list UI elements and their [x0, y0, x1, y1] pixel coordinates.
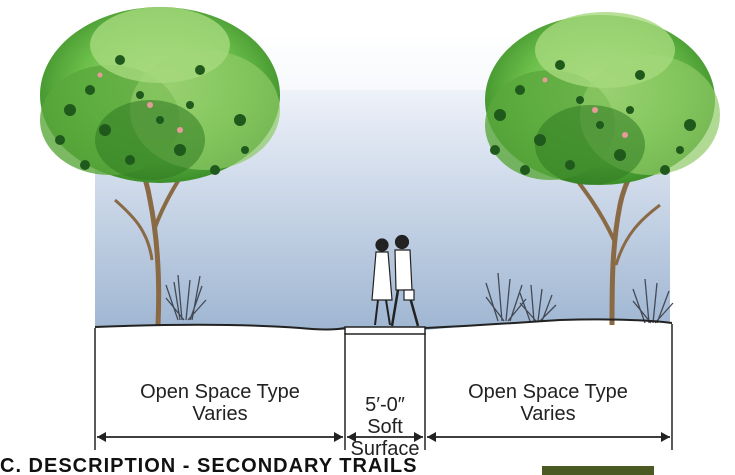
right-zone-label-line2: Varies — [520, 403, 576, 425]
path-label: 5′-0″ Soft Surface — [345, 394, 425, 460]
ground-line — [94, 318, 673, 331]
right-zone-label-line1: Open Space Type — [468, 381, 628, 403]
shrub-icon — [485, 272, 557, 322]
left-zone-label-line2: Varies — [192, 403, 248, 425]
left-zone-label: Open Space Type Varies — [110, 381, 330, 425]
path-surface-label-line2: Surface — [350, 438, 420, 460]
left-tree-icon — [40, 7, 280, 326]
soft-surface-path — [344, 326, 426, 335]
right-tree-icon — [485, 12, 720, 326]
path-surface-label-line1: Soft — [367, 416, 403, 438]
path-width-label: 5′-0″ — [365, 394, 405, 416]
section-caption: C. DESCRIPTION - SECONDARY TRAILS — [0, 452, 735, 475]
ground — [95, 319, 672, 340]
shrub-icon — [165, 274, 207, 321]
dimension-line — [97, 432, 670, 442]
caption-color-box — [542, 466, 654, 475]
caption-text: C. DESCRIPTION - SECONDARY TRAILS — [0, 455, 418, 475]
pedestrian-couple-icon — [371, 234, 420, 327]
dimension-extension-lines — [94, 324, 673, 450]
shrub-icon — [632, 278, 674, 324]
right-zone-label: Open Space Type Varies — [438, 381, 658, 425]
left-zone-label-line1: Open Space Type — [140, 381, 300, 403]
